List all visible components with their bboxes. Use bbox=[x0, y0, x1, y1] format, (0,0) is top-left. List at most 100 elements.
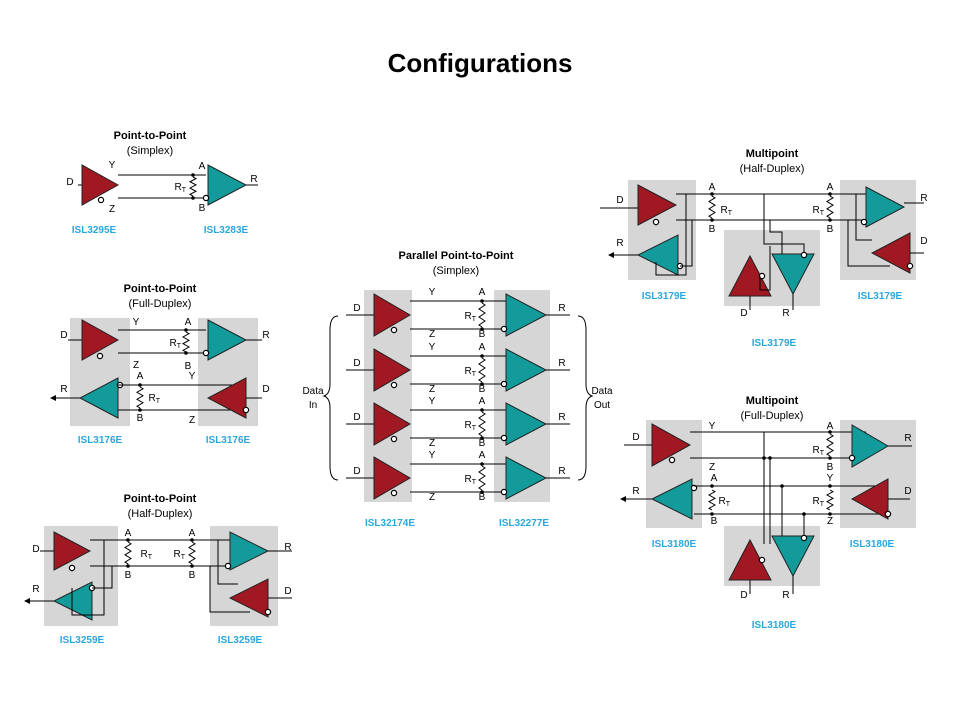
receiver-triangle bbox=[52, 581, 93, 621]
pin-label: D bbox=[632, 432, 639, 443]
section-title: Multipoint bbox=[746, 148, 799, 160]
junction-dot bbox=[480, 408, 484, 412]
driver-triangle bbox=[53, 531, 92, 571]
junction-dot bbox=[480, 327, 484, 331]
pin-label: Y bbox=[109, 160, 116, 171]
junction-dot bbox=[710, 484, 714, 488]
termination-resistor bbox=[478, 302, 486, 328]
resistor-label: RT bbox=[718, 496, 730, 508]
pin-label: D bbox=[353, 466, 360, 477]
junction-dot bbox=[828, 484, 832, 488]
inversion-bubble bbox=[758, 556, 766, 564]
wire bbox=[855, 194, 872, 241]
termination-resistor bbox=[136, 386, 144, 409]
termination-resistor bbox=[188, 176, 198, 197]
junction-dot bbox=[190, 538, 194, 542]
inversion-bubble bbox=[202, 194, 210, 202]
inversion-bubble bbox=[390, 326, 398, 334]
junction-dot bbox=[126, 564, 130, 568]
data-in-label: In bbox=[309, 400, 317, 411]
pin-label: R bbox=[558, 358, 565, 369]
section-subtitle: (Full-Duplex) bbox=[129, 298, 192, 310]
receiver-triangle bbox=[636, 234, 679, 276]
inversion-bubble bbox=[97, 196, 105, 204]
section-subtitle: (Simplex) bbox=[127, 145, 173, 157]
receiver-triangle bbox=[505, 348, 548, 392]
wire bbox=[71, 539, 105, 616]
inversion-bubble bbox=[264, 608, 272, 616]
part-number-label: ISL3176E bbox=[78, 435, 123, 446]
junction-dot bbox=[828, 192, 832, 196]
termination-resistor bbox=[478, 357, 486, 383]
inversion-bubble bbox=[758, 272, 766, 280]
pin-label: R bbox=[558, 466, 565, 477]
inversion-bubble bbox=[848, 454, 856, 462]
wire bbox=[655, 193, 687, 276]
data-in-brace bbox=[322, 315, 339, 481]
inversion-bubble bbox=[884, 510, 892, 518]
pin-label: B bbox=[479, 384, 486, 395]
inversion-bubble bbox=[860, 218, 868, 226]
pin-label: R bbox=[782, 590, 789, 601]
receiver-triangle bbox=[505, 456, 548, 500]
pin-label: D bbox=[353, 303, 360, 314]
pin-label: A bbox=[137, 371, 144, 382]
junction-dot bbox=[138, 408, 142, 412]
termination-resistor bbox=[707, 489, 717, 511]
pin-label: Y bbox=[429, 396, 436, 407]
data-out-label: Out bbox=[594, 400, 610, 411]
receiver-triangle bbox=[505, 293, 548, 337]
driver-triangle bbox=[651, 423, 692, 467]
arrowhead bbox=[620, 496, 626, 502]
junction-dot bbox=[828, 456, 832, 460]
receiver-triangle bbox=[851, 424, 889, 468]
part-number-label: ISL3179E bbox=[858, 291, 903, 302]
junction-dot bbox=[184, 328, 188, 332]
inversion-bubble bbox=[652, 218, 660, 226]
inversion-bubble bbox=[202, 349, 210, 357]
data-out-label: Data bbox=[591, 386, 613, 397]
receiver-triangle bbox=[650, 478, 693, 520]
wire bbox=[209, 566, 250, 613]
pin-label: D bbox=[284, 586, 291, 597]
pin-label: B bbox=[479, 329, 486, 340]
resistor-label: RT bbox=[720, 205, 732, 217]
receiver-triangle bbox=[207, 164, 248, 206]
pin-label: B bbox=[137, 413, 144, 424]
pin-label: R bbox=[920, 193, 927, 204]
section-title: Multipoint bbox=[746, 395, 799, 407]
resistor-label: RT bbox=[464, 474, 476, 486]
pin-label: Z bbox=[429, 492, 435, 503]
pin-label: Y bbox=[827, 473, 834, 484]
termination-resistor bbox=[124, 541, 132, 565]
junction-dot bbox=[768, 456, 772, 460]
section-subtitle: (Half-Duplex) bbox=[128, 508, 193, 520]
section-subtitle: (Simplex) bbox=[433, 265, 479, 277]
inversion-bubble bbox=[690, 484, 698, 492]
pin-label: A bbox=[185, 317, 192, 328]
wire bbox=[847, 220, 890, 267]
part-number-label: ISL32174E bbox=[365, 518, 415, 529]
junction-dot bbox=[828, 430, 832, 434]
section-title: Point-to-Point bbox=[114, 130, 187, 142]
junction-dot bbox=[780, 484, 784, 488]
inversion-bubble bbox=[800, 534, 808, 542]
pin-label: R bbox=[262, 330, 269, 341]
pin-label: D bbox=[904, 486, 911, 497]
pin-label: A bbox=[479, 342, 486, 353]
pin-label: Z bbox=[189, 415, 195, 426]
arrowhead bbox=[608, 252, 614, 258]
driver-triangle bbox=[81, 164, 120, 206]
pin-label: Y bbox=[429, 342, 436, 353]
receiver-triangle bbox=[505, 402, 548, 446]
pin-label: B bbox=[479, 438, 486, 449]
pin-label: B bbox=[189, 570, 196, 581]
part-number-label: ISL3180E bbox=[752, 620, 797, 631]
pin-label: D bbox=[740, 308, 747, 319]
driver-triangle bbox=[373, 456, 411, 500]
pin-label: D bbox=[920, 236, 927, 247]
pin-label: A bbox=[479, 450, 486, 461]
resistor-label: RT bbox=[812, 205, 824, 217]
pin-label: R bbox=[904, 433, 911, 444]
